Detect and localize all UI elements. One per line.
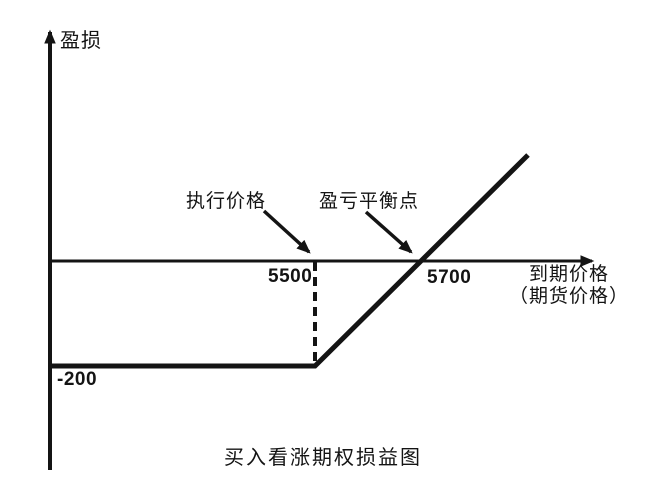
premium-tick-label: -200 xyxy=(57,369,98,390)
payoff-line xyxy=(50,153,530,369)
strike-annotation-arrow xyxy=(262,209,311,254)
breakeven-tick-label: 5700 xyxy=(427,267,472,288)
x-axis-label: 到期价格 （期货价格） xyxy=(494,264,644,308)
breakeven-annotation-arrow xyxy=(364,210,413,254)
chart-title: 买入看涨期权损益图 xyxy=(224,447,422,469)
strike-tick-label: 5500 xyxy=(268,266,313,287)
breakeven-annotation-label: 盈亏平衡点 xyxy=(319,191,420,212)
x-axis-label-line2: （期货价格） xyxy=(508,286,629,307)
x-axis-label-line1: 到期价格 xyxy=(528,264,609,285)
strike-annotation-label: 执行价格 xyxy=(186,191,267,212)
y-axis-label: 盈损 xyxy=(60,30,102,52)
